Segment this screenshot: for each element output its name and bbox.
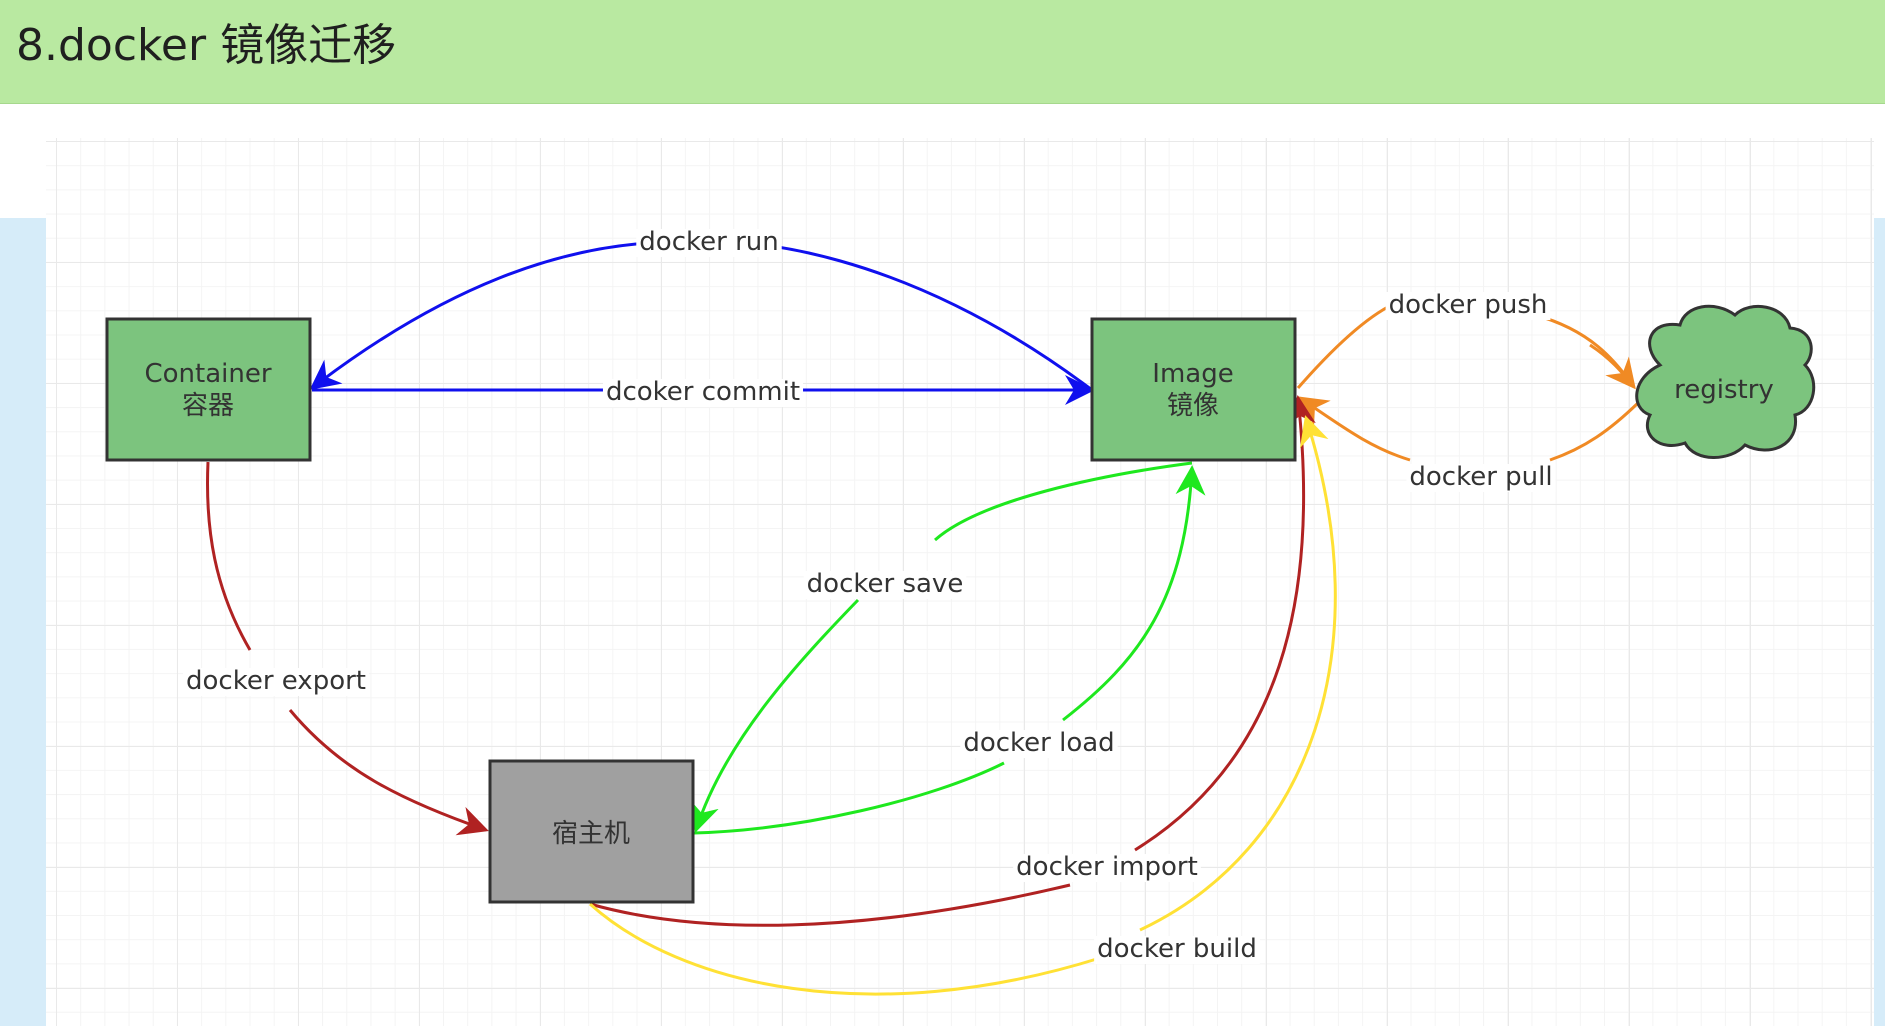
label-docker-build: docker build [1097,934,1257,964]
label-docker-push: docker push [1389,290,1548,320]
edge-label-backing [960,730,1118,758]
container-sublabel: 容器 [182,391,234,421]
left-margin-strip [0,218,46,1026]
label-docker-export: docker export [186,666,366,696]
label-docker-import: docker import [1016,852,1198,882]
edge-docker-pull [1300,398,1640,462]
image-label: Image [1152,359,1233,389]
registry-label: registry [1674,375,1774,405]
container-label: Container [144,359,271,389]
host-node: 宿主机 [488,759,695,904]
host-label: 宿主机 [552,819,630,849]
edge-docker-load [693,468,1192,835]
edge-docker-save [696,461,1193,830]
container-node: Container 容器 [105,317,312,462]
edge-label-backing [1385,292,1551,320]
edge-label-backing [602,379,804,407]
label-docker-commit: dcoker commit [606,377,800,407]
registry-cloud-node: registry [1635,304,1816,459]
label-docker-load: docker load [963,728,1114,758]
section-header: 8.docker 镜像迁移 [0,0,1885,104]
edge-docker-build [588,418,1335,996]
edge-label-backing [636,229,782,257]
edge-docker-push-head [1589,343,1636,390]
page-title: 8.docker 镜像迁移 [16,20,397,71]
edge-label-backing [1013,854,1201,882]
edge-label-backing [1406,464,1556,492]
edge-label-backing [182,668,370,696]
edge-docker-run [309,240,1093,392]
image-node: Image 镜像 [1090,317,1297,462]
edge-label-backing [1094,936,1260,964]
image-sublabel: 镜像 [1167,391,1219,421]
label-docker-save: docker save [807,569,964,599]
label-docker-run: docker run [639,227,778,257]
edge-label-backing [803,571,967,599]
label-docker-pull: docker pull [1409,462,1552,492]
diagram-canvas: Container 容器 Image 镜像 宿主机 registry docke… [46,138,1874,1026]
edge-docker-import [589,398,1304,927]
docker-migration-diagram: Container 容器 Image 镜像 宿主机 registry docke… [105,227,1816,996]
edge-docker-export [206,461,486,830]
right-margin-strip [1874,218,1885,1026]
